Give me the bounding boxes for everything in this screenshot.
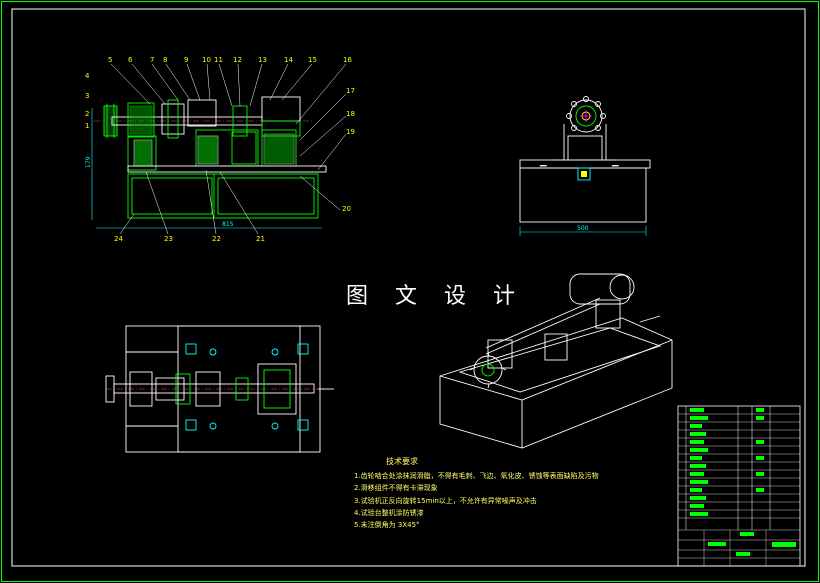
tech-note-4: 4.试验台整机涂防锈漆 [354, 508, 424, 517]
svg-text:----: ---- [612, 164, 619, 169]
label-part-14: 14 [284, 56, 293, 64]
top-view [105, 325, 334, 453]
dim-height-label: 179 [85, 156, 92, 168]
title-block [677, 405, 801, 567]
label-part-23: 23 [164, 235, 173, 243]
label-part-7: 7 [150, 56, 154, 64]
front-view [91, 63, 347, 235]
side-view: ---- ---- [519, 96, 651, 236]
label-part-10: 10 [202, 56, 211, 64]
technical-requirements: 技术要求 1.齿轮啮合处涂抹润滑脂，不得有毛刺、飞边、氧化皮、锈蚀等表面缺陷及污… [354, 456, 599, 531]
label-part-4: 4 [85, 72, 90, 80]
label-part-1: 1 [85, 122, 89, 130]
label-part-11: 11 [214, 56, 223, 64]
isometric-view [439, 273, 673, 449]
label-part-16: 16 [343, 56, 352, 64]
label-part-24: 24 [114, 235, 123, 243]
tech-note-2: 2.滑移组件不得有卡滞现象 [354, 484, 438, 493]
watermark-text: 图 文 设 计 [346, 284, 525, 309]
label-part-15: 15 [308, 56, 317, 64]
label-part-21: 21 [256, 235, 265, 243]
label-part-6: 6 [128, 56, 133, 64]
label-part-13: 13 [258, 56, 267, 64]
label-part-3: 3 [85, 92, 89, 100]
label-part-18: 18 [346, 110, 355, 118]
side-dim-label: 500 [577, 225, 589, 232]
label-part-17: 17 [346, 87, 355, 95]
tech-note-3: 3.试验机正反向旋转15min以上，不允许有异常噪声及冲击 [354, 496, 537, 505]
inner-border [11, 8, 806, 567]
label-part-8: 8 [163, 56, 167, 64]
label-part-5: 5 [108, 56, 112, 64]
tech-notes-title: 技术要求 [386, 457, 418, 466]
svg-text:----: ---- [540, 164, 547, 169]
label-part-2: 2 [85, 110, 89, 118]
tech-note-5: 5.未注倒角为 3X45° [354, 521, 420, 530]
dim-width-label: 815 [222, 221, 234, 228]
label-part-12: 12 [233, 56, 242, 64]
label-part-22: 22 [212, 235, 221, 243]
tech-note-1: 1.齿轮啮合处涂抹润滑脂，不得有毛刺、飞边、氧化皮、锈蚀等表面缺陷及污物 [354, 472, 599, 481]
label-part-9: 9 [184, 56, 188, 64]
label-part-20: 20 [342, 205, 351, 213]
label-part-19: 19 [346, 128, 355, 136]
